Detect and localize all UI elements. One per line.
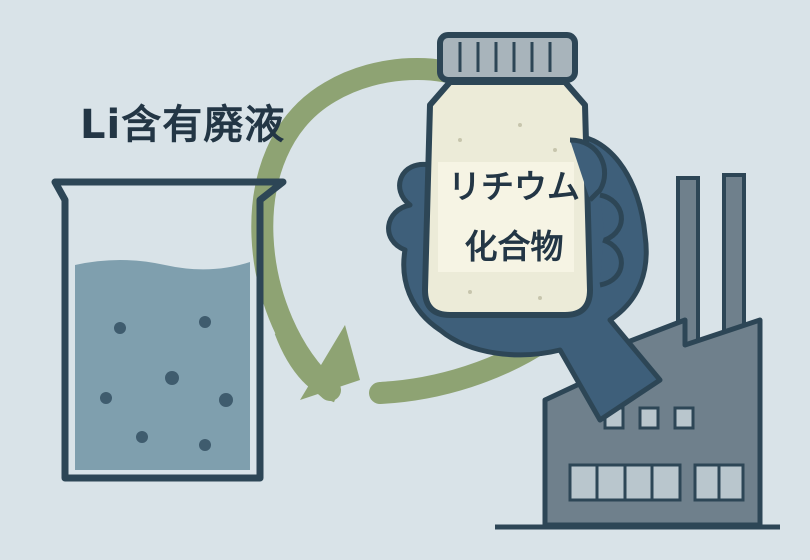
bottle-label-line1: リチウム (448, 167, 580, 206)
waste-liquid-label: Li含有廃液 (80, 102, 286, 148)
beaker-icon (51, 178, 287, 482)
bottle-icon (422, 32, 593, 318)
glove-fingers (569, 137, 624, 288)
factory-icon (495, 173, 780, 530)
bottle-label-line2: 化合物 (464, 227, 564, 266)
